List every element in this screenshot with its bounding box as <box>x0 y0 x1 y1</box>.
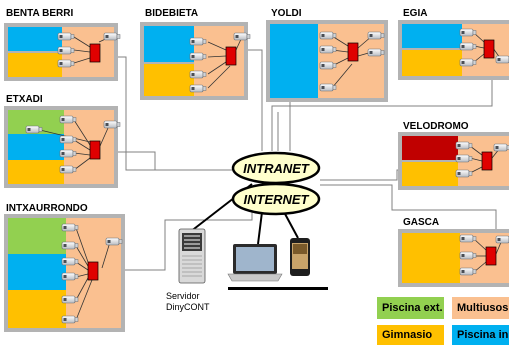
controller-icon <box>347 42 359 62</box>
camera-icon <box>495 55 509 64</box>
site-label-gasca: GASCA <box>403 217 439 228</box>
site-benta-berri <box>4 23 121 81</box>
server-icon <box>178 228 206 284</box>
site-label-egia: EGIA <box>403 8 427 19</box>
site-labels: BENTA BERRI BIDEBIETA YOLDI EGIA ETXADI … <box>6 8 469 228</box>
site-label-velodromo: VELODROMO <box>403 121 469 132</box>
legend-label: Piscina ext. <box>382 302 443 314</box>
controller-icon <box>87 261 99 281</box>
server-caption: Servidor DinyCONT <box>166 291 236 313</box>
site-bidebieta <box>140 22 251 100</box>
site-etxadi <box>4 106 121 188</box>
controller-icon <box>225 46 237 66</box>
site-yoldi <box>266 20 388 102</box>
site-velodromo <box>398 132 509 190</box>
server-caption-line1: Servidor <box>166 291 200 301</box>
controller-icon <box>89 43 101 63</box>
legend-label: Piscina in <box>457 329 509 341</box>
legend-item-gimnasio: Gimnasio <box>377 325 444 345</box>
site-label-bidebieta: BIDEBIETA <box>145 8 198 19</box>
site-label-etxadi: ETXADI <box>6 94 43 105</box>
site-gasca <box>398 229 509 287</box>
site-intxaurrondo <box>4 214 125 332</box>
network-cloud: INTRANET INTERNET <box>189 151 321 245</box>
internet-label: INTERNET <box>244 192 310 207</box>
laptop-icon <box>227 244 283 282</box>
legend-item-multiusos: Multiusos <box>452 297 509 319</box>
site-label-benta-berri: BENTA BERRI <box>6 8 73 19</box>
camera-icon <box>493 143 509 152</box>
controller-icon <box>481 151 493 171</box>
device-bar <box>228 287 328 290</box>
controller-icon <box>89 140 101 160</box>
controller-icon <box>483 39 495 59</box>
site-label-intxaurrondo: INTXAURRONDO <box>6 203 88 214</box>
controller-icon <box>485 246 497 266</box>
legend-label: Multiusos <box>457 302 509 314</box>
legend-label: Gimnasio <box>382 329 433 341</box>
phone-icon <box>290 238 310 276</box>
intranet-label: INTRANET <box>243 161 310 176</box>
server-caption-line2: DinyCONT <box>166 302 210 312</box>
site-label-yoldi: YOLDI <box>271 8 302 19</box>
internet-ellipse <box>231 182 321 216</box>
site-egia <box>398 20 509 80</box>
legend-item-piscina-in: Piscina in <box>452 325 509 345</box>
legend-item-piscina-ext: Piscina ext. <box>377 297 444 319</box>
camera-icon <box>495 235 509 244</box>
